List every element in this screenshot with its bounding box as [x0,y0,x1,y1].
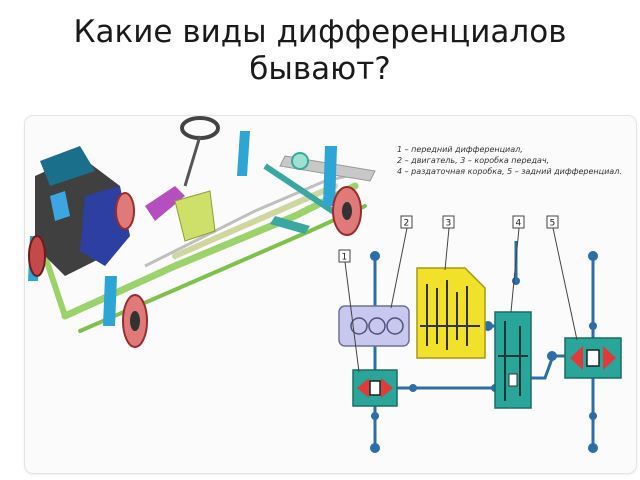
label-gearbox: 3 [446,219,452,229]
figure-legend: 1 – передний дифференциал, 2 – двигатель… [397,144,622,177]
transfer-case-box [494,311,532,409]
rear-left-wheel [115,192,135,230]
drivetrain-figure: 1 2 3 4 5 1 – передний дифференциал, 2 –… [25,116,636,473]
drivetrain-schematic: 1 2 3 4 5 [338,215,622,453]
front-left-wheel [28,235,46,277]
label-front-diff: 1 [342,253,348,263]
label-rear-diff: 5 [550,219,556,229]
slide-title: Какие виды дифференциалов бывают? [0,14,640,88]
legend-line-1: 1 – передний дифференциал, [397,145,523,154]
transfer-case [174,190,216,242]
legend-line-3: 4 – раздаточная коробка, 5 – задний дифф… [397,167,622,176]
label-engine: 2 [404,219,410,229]
legend-line-2: 2 – двигатель, 3 – коробка передач, [397,156,550,165]
label-transfer-case: 4 [516,219,522,229]
title-line-1: Какие виды дифференциалов [73,14,567,50]
title-line-2: бывают? [249,51,391,87]
steering-wheel-icon [180,116,220,140]
engine-box [338,305,410,347]
chassis-illustration: 1 2 3 4 5 [28,116,622,453]
